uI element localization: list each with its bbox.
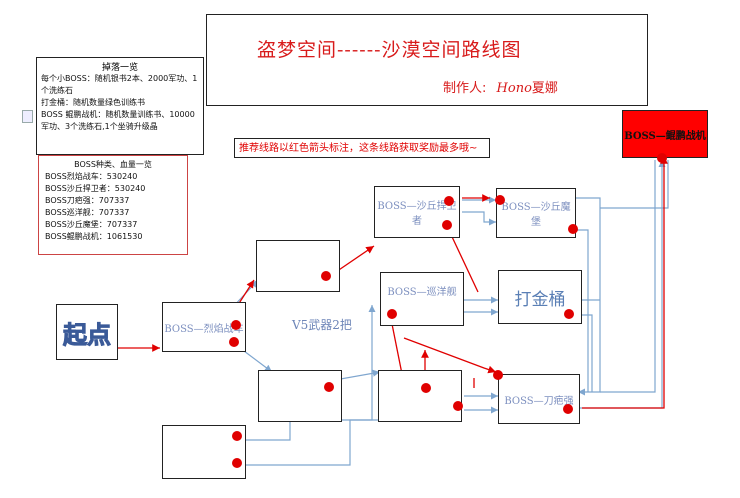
node-defender: BOSS—沙丘捍卫者: [374, 186, 460, 238]
node-empty-middle: [258, 370, 342, 422]
route-dot: [493, 370, 503, 380]
route-notice: 推荐线路以红色箭头标注，这条线路获取奖励最多哦~: [234, 138, 490, 158]
boss-hp-line-6: BOSS鲲鹏战机：1061530: [45, 232, 143, 241]
route-dot: [421, 383, 431, 393]
route-dot: [324, 382, 334, 392]
title-dashes: ------: [337, 39, 382, 61]
route-dot: [563, 404, 573, 414]
boss-hp-panel: BOSS种类、血量一览 BOSS烈焰战车：530240 BOSS沙丘捍卫者：53…: [38, 155, 188, 255]
route-dot: [387, 309, 397, 319]
title-part2: 沙漠空间路线图: [381, 39, 522, 61]
node-gold-barrel: 打金桶: [498, 270, 582, 324]
maker-line: 制作人: Hono夏娜: [443, 77, 558, 96]
title-heading: 盗梦空间------沙漠空间路线图: [257, 35, 522, 62]
node-chariot-label: BOSS—烈焰战车: [164, 323, 244, 335]
title-box: 盗梦空间------沙漠空间路线图 制作人: Hono夏娜: [206, 14, 648, 106]
route-dot: [321, 271, 331, 281]
node-scar: BOSS—刀疤强: [498, 374, 580, 424]
node-empty-upper: [256, 240, 340, 292]
node-gold-barrel-label: 打金桶: [514, 289, 566, 310]
boss-hp-line-4: BOSS巡洋舰：707337: [45, 208, 130, 217]
node-defender-label: BOSS—沙丘捍卫者: [377, 201, 457, 227]
boss-hp-line-3: BOSS刀疤强：707337: [45, 196, 130, 205]
node-start-label: 起点: [63, 320, 112, 349]
route-dot: [657, 153, 667, 163]
document-icon: [22, 110, 33, 123]
route-dot: [568, 224, 578, 234]
route-dot: [232, 458, 242, 468]
drops-line-1: 每个小BOSS：随机银书2本、2000军功、1个洗练石: [41, 74, 198, 95]
route-dot: [495, 195, 505, 205]
maker-suffix: 夏娜: [531, 81, 558, 96]
boss-hp-heading: BOSS种类、血量一览: [74, 160, 152, 169]
node-empty-center: [378, 370, 462, 422]
boss-hp-line-2: BOSS沙丘捍卫者：530240: [45, 184, 146, 193]
node-scar-label: BOSS—刀疤强: [504, 395, 574, 407]
route-dot: [453, 401, 463, 411]
v5-weapon-label: V5武器2把: [292, 318, 352, 332]
route-dot: [229, 337, 239, 347]
boss-hp-line-1: BOSS烈焰战车：530240: [45, 172, 138, 181]
drops-line-3: BOSS 鲲鹏战机：随机数量训练书、10000军功、3个洗练石,1个坐骑升级晶: [41, 110, 195, 131]
drops-panel: 掉落一览 每个小BOSS：随机银书2本、2000军功、1个洗练石 打金桶：随机数…: [36, 57, 204, 155]
route-dot: [232, 431, 242, 441]
node-fortress-label: BOSS—沙丘魔堡: [501, 202, 571, 228]
node-start: 起点: [56, 304, 118, 360]
node-kunpeng-label: BOSS—鲲鹏战机: [624, 130, 706, 142]
route-dot: [444, 196, 454, 206]
route-dot: [231, 320, 241, 330]
node-fortress: BOSS—沙丘魔堡: [496, 188, 576, 238]
route-dot: [442, 220, 452, 230]
title-part1: 盗梦空间: [257, 39, 338, 61]
node-kunpeng: BOSS—鲲鹏战机: [622, 110, 708, 158]
maker-name: Hono: [496, 81, 532, 96]
node-cruiser-label: BOSS—巡洋舰: [387, 286, 457, 298]
drops-heading: 掉落一览: [101, 63, 138, 73]
drops-line-2: 打金桶：随机数量绿色训练书: [41, 98, 145, 107]
boss-hp-line-5: BOSS沙丘魔堡：707337: [45, 220, 138, 229]
route-dot: [564, 309, 574, 319]
maker-label: 制作人:: [443, 81, 487, 96]
